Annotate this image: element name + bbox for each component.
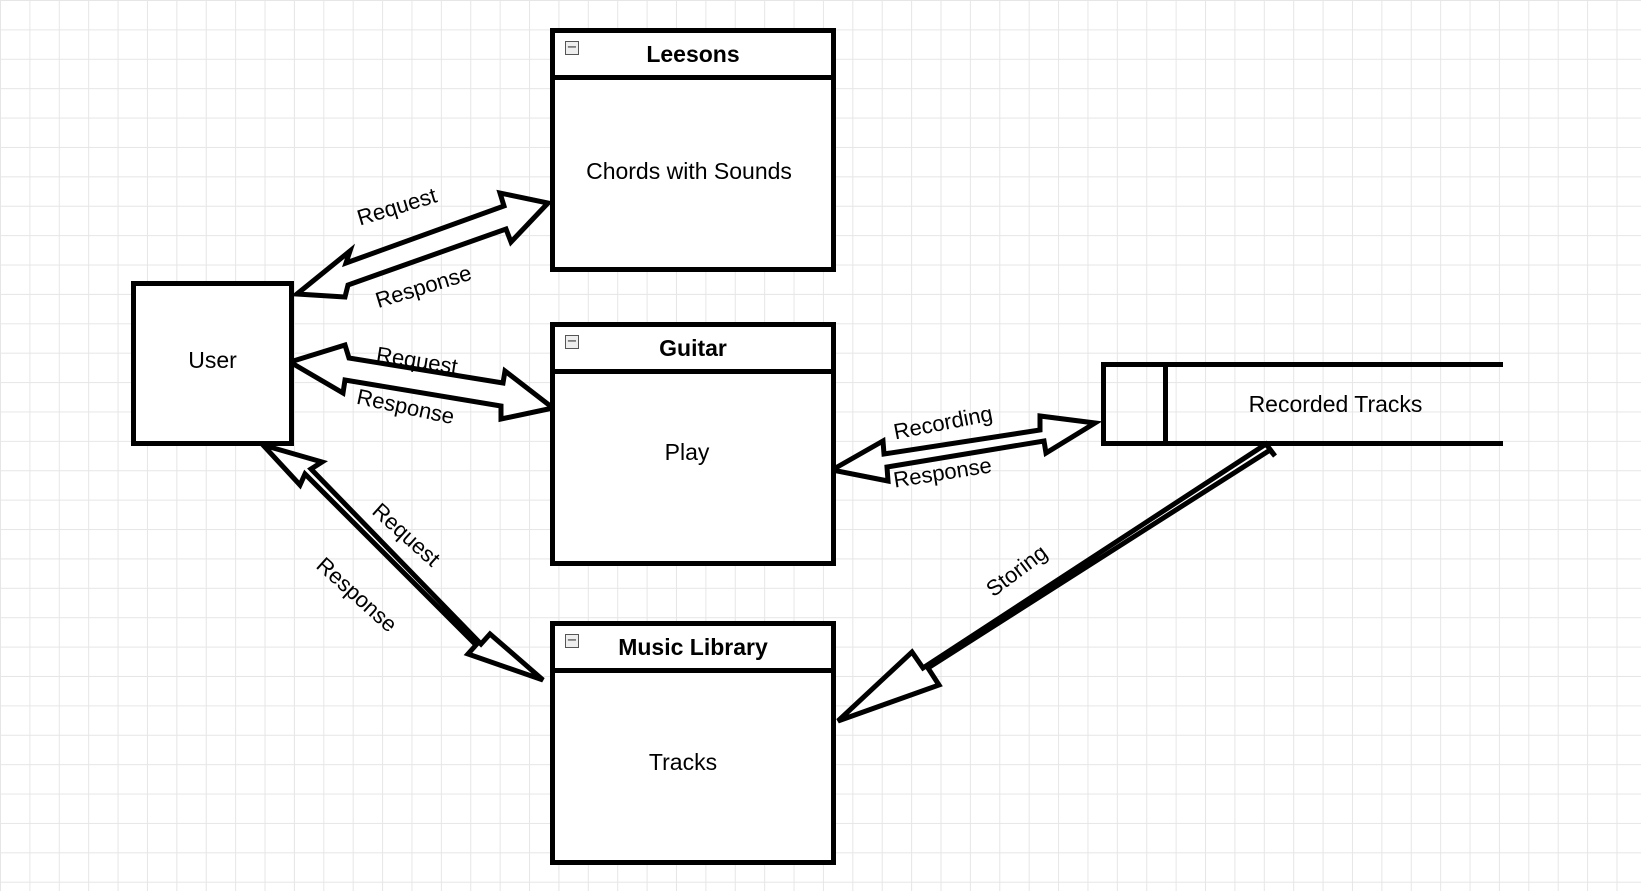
guitar-header: − Guitar bbox=[555, 327, 831, 374]
user-entity[interactable]: User bbox=[131, 281, 294, 446]
lessons-process[interactable]: − Leesons Chords with Sounds bbox=[550, 28, 836, 272]
collapse-icon[interactable]: − bbox=[565, 633, 579, 648]
user-label: User bbox=[188, 347, 237, 373]
collapse-icon[interactable]: − bbox=[565, 334, 579, 349]
recorded-tracks-datastore[interactable]: Recorded Tracks bbox=[1101, 362, 1503, 446]
datastore-label: Recorded Tracks bbox=[1248, 391, 1423, 417]
lessons-body: Chords with Sounds bbox=[586, 158, 792, 184]
guitar-title: Guitar bbox=[659, 335, 727, 361]
user-lessons-arrow[interactable] bbox=[290, 189, 553, 300]
datastore-divider bbox=[1163, 367, 1168, 441]
guitar-store-arrow[interactable] bbox=[824, 413, 1103, 485]
library-title: Music Library bbox=[618, 634, 768, 660]
guitar-body: Play bbox=[664, 439, 710, 465]
collapse-icon[interactable]: − bbox=[565, 40, 579, 55]
library-body: Tracks bbox=[648, 749, 718, 775]
user-library-arrow[interactable] bbox=[255, 440, 545, 683]
library-header: − Music Library bbox=[555, 626, 831, 673]
lessons-header: − Leesons bbox=[555, 33, 831, 80]
library-process[interactable]: − Music Library Tracks bbox=[550, 621, 836, 865]
lessons-title: Leesons bbox=[646, 41, 740, 67]
store-library-arrow[interactable] bbox=[836, 440, 1277, 724]
guitar-process[interactable]: − Guitar Play bbox=[550, 322, 836, 566]
